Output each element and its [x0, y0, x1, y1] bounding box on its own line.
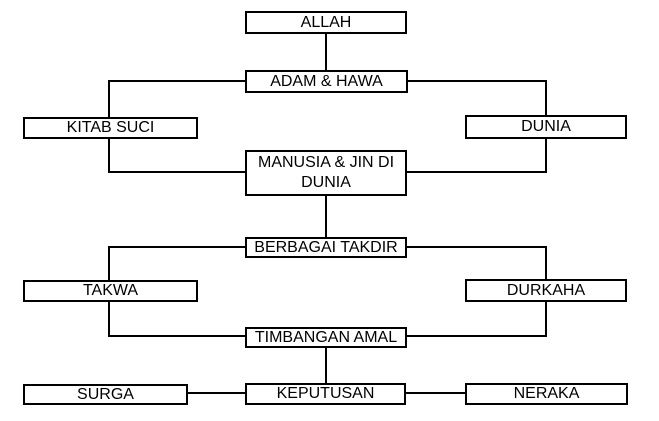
connector-adamhawa-right-h — [408, 80, 547, 82]
node-surga: SURGA — [23, 384, 188, 405]
connector-surga-keputusan — [188, 392, 245, 394]
connector-kitabsuci-in-v — [108, 80, 110, 117]
connector-timbangan-left-h — [108, 335, 245, 337]
node-adam-hawa: ADAM & HAWA — [245, 70, 408, 93]
connector-allah-adamhawa — [325, 34, 327, 70]
connector-dunia-out-v — [545, 139, 547, 173]
connector-timbangan-right-h — [407, 335, 547, 337]
node-durkaha: DURKAHA — [465, 279, 627, 302]
connector-adamhawa-left-h — [108, 80, 245, 82]
connector-manusia-right-h — [407, 171, 547, 173]
connector-takwa-out-v — [108, 302, 110, 337]
connector-takwa-in-v — [108, 246, 110, 280]
connector-keputusan-neraka — [406, 392, 465, 394]
connector-durkaha-in-v — [545, 246, 547, 279]
node-berbagai-takdir: BERBAGAI TAKDIR — [245, 237, 407, 258]
node-allah: ALLAH — [245, 11, 407, 34]
node-manusia-jin-di-dunia: MANUSIA & JIN DI DUNIA — [245, 150, 407, 196]
connector-berbagai-right-h — [407, 246, 547, 248]
connector-timbangan-keputusan — [325, 348, 327, 383]
connector-manusia-berbagai — [325, 196, 327, 237]
node-dunia: DUNIA — [465, 115, 627, 139]
connector-kitabsuci-out-v — [108, 139, 110, 173]
node-keputusan: KEPUTUSAN — [245, 383, 406, 405]
connector-berbagai-left-h — [108, 246, 245, 248]
node-timbangan-amal: TIMBANGAN AMAL — [245, 327, 407, 348]
connector-durkaha-out-v — [545, 302, 547, 337]
connector-dunia-in-v — [545, 80, 547, 115]
node-neraka: NERAKA — [465, 383, 628, 405]
node-kitab-suci: KITAB SUCI — [23, 117, 198, 139]
node-takwa: TAKWA — [23, 280, 198, 302]
connector-manusia-left-h — [108, 171, 245, 173]
